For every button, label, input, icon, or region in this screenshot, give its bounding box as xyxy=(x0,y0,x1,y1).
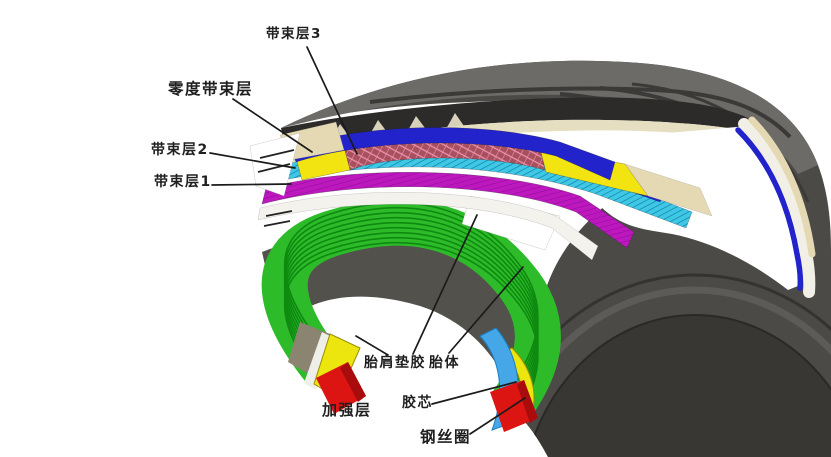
left-bead-wire-shade xyxy=(340,362,366,402)
leader-line-belt-layer-1 xyxy=(211,183,292,186)
leader-line-zero-degree-belt xyxy=(232,98,313,153)
leader-line-belt-layer-2 xyxy=(209,152,296,169)
label-belt-layer-2: 带束层2 xyxy=(151,142,209,158)
sidewall-cream-wedge-right xyxy=(624,163,713,217)
label-carcass: 胎体 xyxy=(429,355,460,371)
label-belt-layer-1: 带束层1 xyxy=(154,174,212,190)
belt-layer-1-band xyxy=(261,171,635,249)
belt-stack xyxy=(249,121,713,261)
label-bead-wire-ring: 钢丝圈 xyxy=(420,428,472,446)
label-bead-filler: 胶芯 xyxy=(402,395,433,411)
leader-line-bead-wire-ring xyxy=(469,397,526,435)
leader-line-belt-layer-3 xyxy=(306,46,358,155)
label-reinforcement-layer: 加强层 xyxy=(322,401,372,419)
cap-ply-blue-band xyxy=(289,127,616,181)
right-bead-wire-shade xyxy=(517,380,538,423)
label-belt-layer-3: 带束层3 xyxy=(266,26,322,42)
ply-white-band xyxy=(257,191,599,261)
label-shoulder-cushion: 胎肩垫胶 xyxy=(364,355,426,371)
label-zero-degree-belt: 零度带束层 xyxy=(168,80,254,98)
leader-lines xyxy=(209,46,526,435)
leader-line-bead-filler xyxy=(431,381,517,405)
leader-line-carcass xyxy=(448,266,524,354)
leader-line-shoulder-cushion-a xyxy=(355,335,389,356)
left-bead-assembly xyxy=(288,322,366,414)
leader-line-shoulder-cushion-b xyxy=(412,214,478,355)
